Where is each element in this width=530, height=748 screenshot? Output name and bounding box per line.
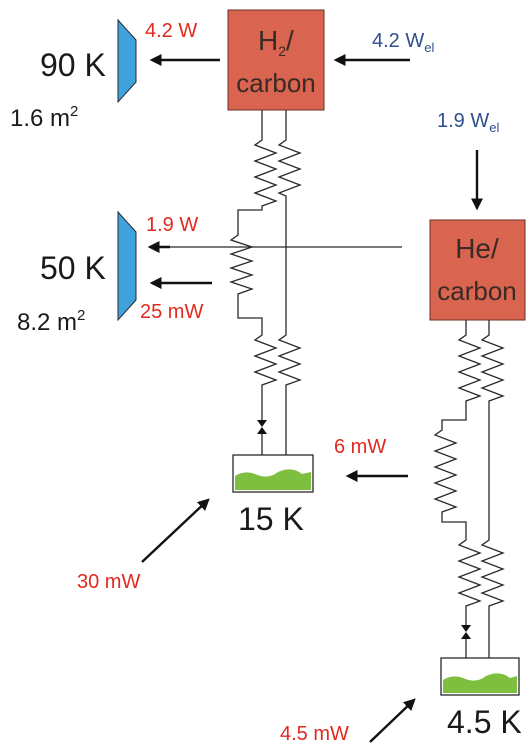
h2-line-left	[228, 110, 278, 425]
radiator-90k-area: 1.6 m2	[10, 103, 78, 132]
he-line-left	[433, 320, 482, 625]
radiator-90k-heat-label: 4.2 W	[145, 20, 197, 42]
h2-cooler-label-h: H2/	[258, 25, 294, 59]
cryogen-bath-15k-icon	[232, 454, 314, 493]
he-power-label: 1.9 Wel	[437, 110, 499, 135]
he-line-right	[480, 320, 505, 662]
radiator-50k-heat-label-b: 25 mW	[140, 301, 203, 323]
h2-cooler-box	[227, 9, 325, 111]
radiator-90k-panel-icon	[117, 18, 137, 104]
valve-15k-icon	[257, 420, 267, 434]
valve-4k-icon	[461, 625, 471, 639]
h2-line-right	[277, 110, 302, 460]
he-cooler-label-he: He/	[455, 233, 499, 264]
stage-15k-load-label: 30 mW	[77, 571, 140, 593]
stage-4k-temp: 4.5 K	[447, 704, 522, 740]
cryogen-bath-4k-icon	[440, 657, 520, 696]
radiator-50k-temp: 50 K	[40, 250, 106, 286]
radiator-50k-heat-label-a: 1.9 W	[146, 214, 198, 236]
radiator-90k-temp: 90 K	[40, 47, 106, 83]
he-cooler-box	[429, 219, 526, 321]
stage-15k-side-label: 6 mW	[334, 436, 386, 458]
h2-cooler-label-carbon: carbon	[236, 68, 316, 98]
he-cooler-label-carbon: carbon	[437, 276, 517, 306]
stage-15k-load-arrow	[141, 498, 210, 563]
stage-4k-load-label: 4.5 mW	[280, 723, 349, 745]
radiator-50k-area: 8.2 m2	[17, 307, 85, 336]
stage-4k-load-arrow	[369, 698, 416, 743]
radiator-50k-panel-icon	[117, 210, 137, 322]
h2-power-label: 4.2 Wel	[372, 30, 434, 55]
stage-15k-temp: 15 K	[238, 501, 304, 537]
